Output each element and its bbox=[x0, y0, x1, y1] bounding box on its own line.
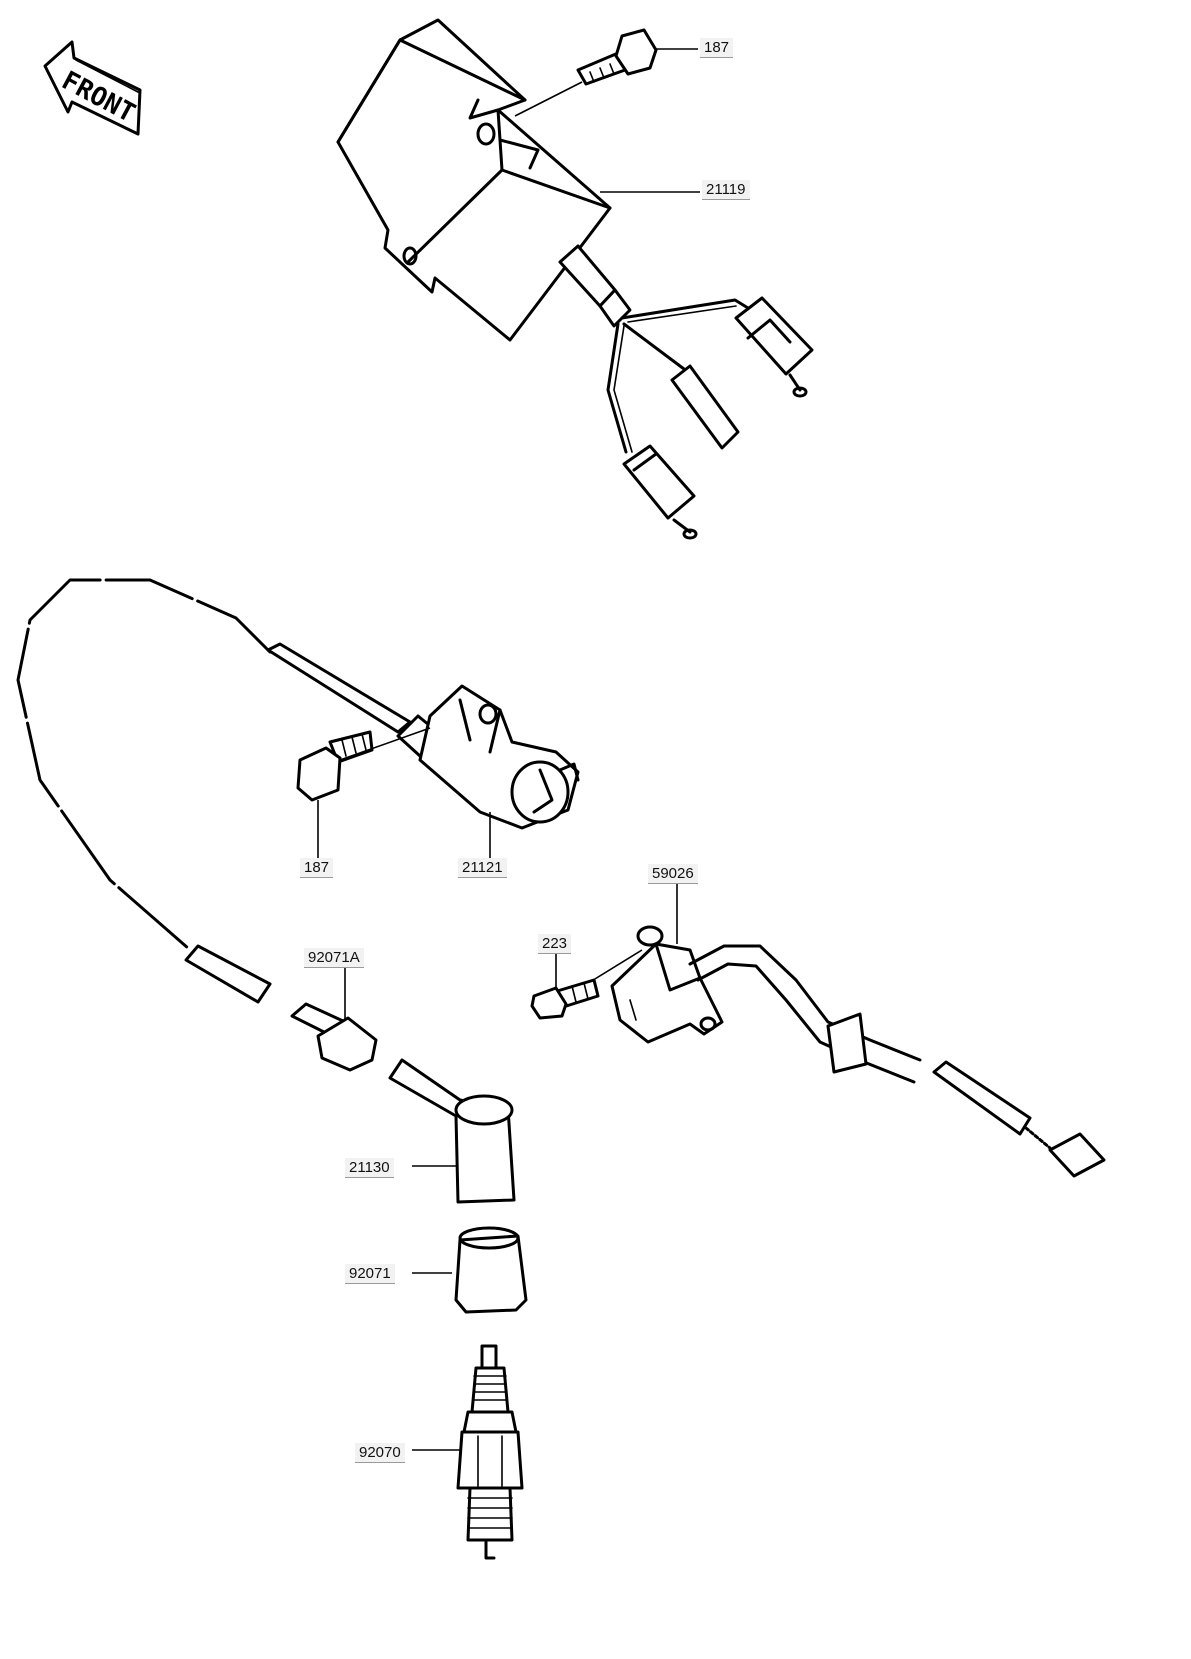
front-label: FRONT bbox=[57, 66, 140, 129]
leader-lines bbox=[317, 48, 700, 1451]
part-number-label: 21121 bbox=[458, 858, 507, 878]
ht-lead-end bbox=[184, 944, 272, 1004]
bolt-top bbox=[576, 28, 658, 86]
plug-cap bbox=[388, 1058, 516, 1204]
part-number-label: 21119 bbox=[702, 180, 750, 200]
part-number-label: 92071A bbox=[304, 948, 364, 968]
cap-seal bbox=[290, 1002, 378, 1072]
part-number-label: 187 bbox=[700, 38, 734, 58]
spark-plug bbox=[456, 1344, 524, 1560]
part-number-label: 223 bbox=[538, 934, 572, 954]
ignition-coil bbox=[16, 578, 580, 950]
part-number-label: 187 bbox=[300, 858, 334, 878]
part-number-label: 92071 bbox=[345, 1264, 395, 1284]
bolt-coil bbox=[296, 730, 374, 802]
part-number-label: 59026 bbox=[648, 864, 698, 884]
cdi-unit bbox=[336, 18, 612, 342]
cdi-wiring-harness bbox=[558, 244, 814, 540]
front-arrow-icon: FRONT bbox=[43, 40, 142, 136]
part-number-label: 92070 bbox=[355, 1443, 405, 1463]
pickup-coil bbox=[610, 925, 1106, 1178]
screw-pickup bbox=[530, 978, 600, 1020]
part-number-label: 21130 bbox=[345, 1158, 394, 1178]
plug-cap-seal bbox=[454, 1226, 528, 1314]
